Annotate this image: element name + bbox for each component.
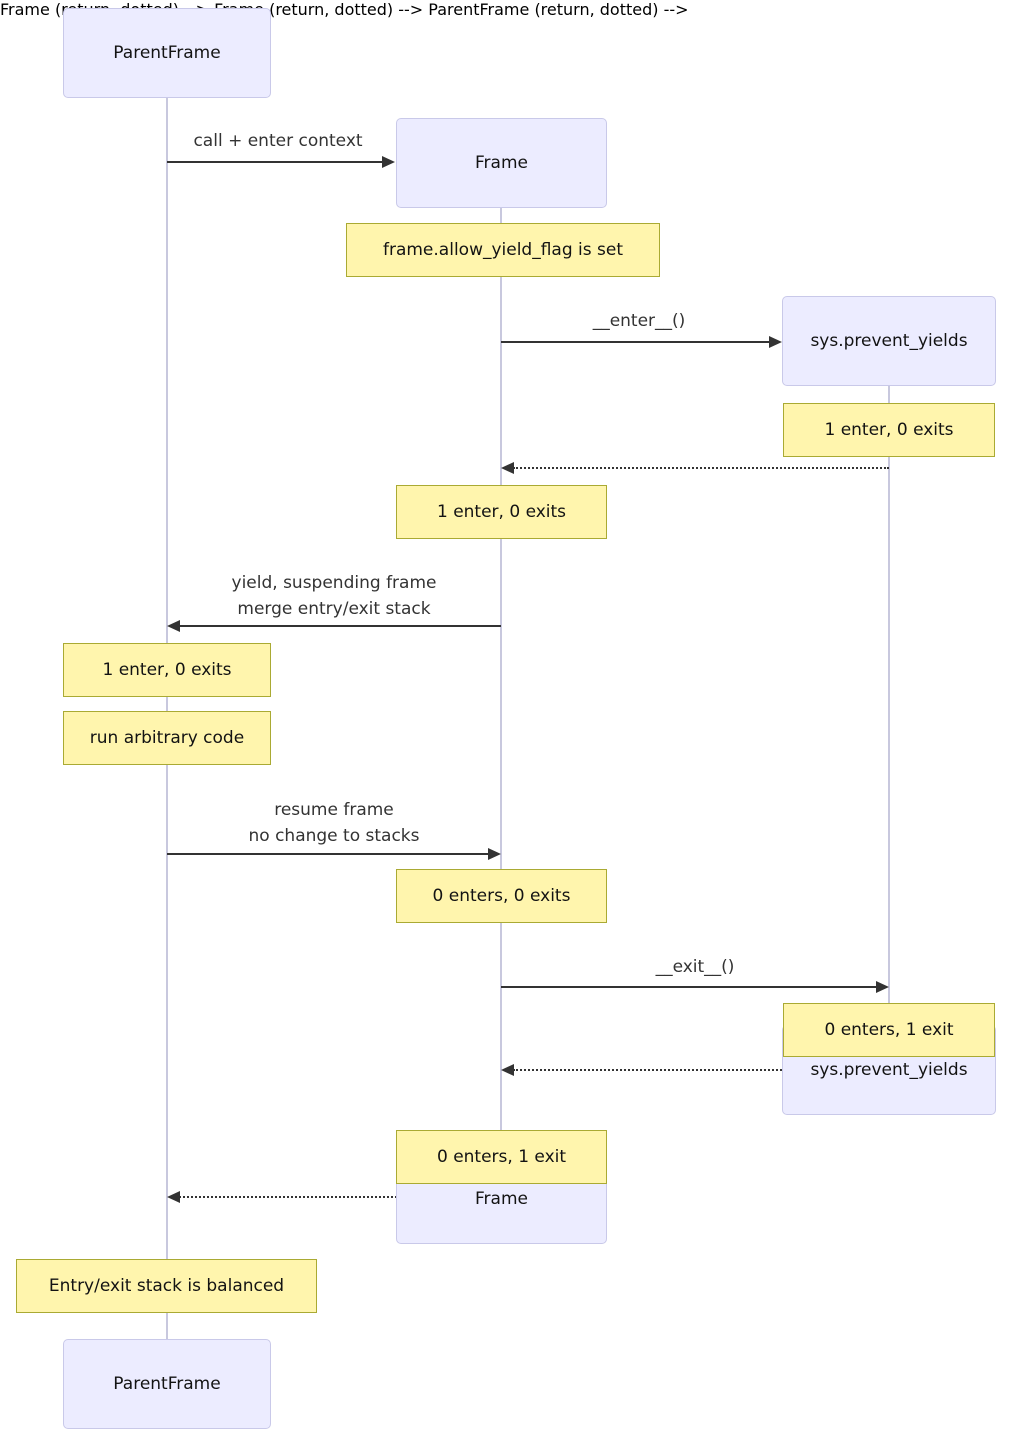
message-label-line: merge entry/exit stack	[237, 599, 431, 619]
message-label-line: call + enter context	[193, 131, 363, 151]
message-line-exit	[501, 986, 877, 988]
note-parent-1-enter-0-exits: 1 enter, 0 exits	[63, 643, 271, 697]
note-text: frame.allow_yield_flag is set	[382, 240, 624, 260]
note-frame-0-enters-1-exit: 0 enters, 1 exit	[396, 1130, 607, 1184]
note-text: 0 enters, 1 exit	[824, 1020, 954, 1040]
actor-label: Frame	[475, 1189, 528, 1209]
note-run-arbitrary-code: run arbitrary code	[63, 711, 271, 765]
return-line-exit	[513, 1069, 889, 1071]
note-text: 0 enters, 1 exit	[436, 1147, 567, 1167]
message-label-line: resume frame	[274, 800, 394, 820]
note-frame-1-enter-0-exits: 1 enter, 0 exits	[396, 485, 607, 539]
note-stack-balanced: Entry/exit stack is balanced	[16, 1259, 317, 1313]
return-line-frame-end	[179, 1196, 501, 1198]
message-label-line: __enter__()	[592, 311, 686, 331]
actor-label: ParentFrame	[113, 1374, 221, 1394]
note-text: 1 enter, 0 exits	[436, 502, 567, 522]
message-line-resume-frame	[167, 853, 489, 855]
note-text: run arbitrary code	[89, 728, 245, 748]
actor-parentframe-bottom: ParentFrame	[63, 1339, 271, 1429]
note-allow-yield-flag: frame.allow_yield_flag is set	[346, 223, 660, 277]
actor-parentframe-top: ParentFrame	[63, 8, 271, 98]
message-label-enter: __enter__()	[593, 308, 686, 334]
actor-label: sys.prevent_yields	[810, 331, 968, 351]
note-frame-0-enters-0-exits: 0 enters, 0 exits	[396, 869, 607, 923]
note-sys-0-enters-1-exit: 0 enters, 1 exit	[783, 1003, 995, 1057]
arrowhead-return-frame-end	[167, 1191, 180, 1203]
arrowhead-enter	[769, 336, 782, 348]
note-text: 1 enter, 0 exits	[824, 420, 954, 440]
arrowhead-resume-frame	[488, 848, 501, 860]
arrowhead-return-exit	[501, 1064, 514, 1076]
actor-frame-top: Frame	[396, 118, 607, 208]
arrowhead-exit	[876, 981, 889, 993]
message-label-line: __exit__()	[655, 957, 735, 977]
arrowhead-call-enter-context	[382, 156, 395, 168]
message-line-call-enter-context	[167, 161, 383, 163]
note-text: 1 enter, 0 exits	[102, 660, 232, 680]
arrowhead-yield-suspending	[167, 620, 180, 632]
message-line-yield-suspending	[179, 625, 501, 627]
lifeline-sys-prevent-yields	[888, 386, 890, 1115]
arrowhead-return-enter	[501, 462, 514, 474]
note-sys-1-enter-0-exits: 1 enter, 0 exits	[783, 403, 995, 457]
message-label-exit: __exit__()	[656, 954, 735, 980]
actor-sys-prevent-yields-top: sys.prevent_yields	[782, 296, 996, 386]
message-label-call-enter-context: call + enter context	[193, 128, 362, 154]
actor-label: ParentFrame	[113, 43, 221, 63]
message-label-line: yield, suspending frame	[231, 573, 437, 593]
return-line-enter	[513, 467, 889, 469]
note-text: Entry/exit stack is balanced	[48, 1276, 285, 1296]
message-label-line: no change to stacks	[248, 826, 420, 846]
actor-label: Frame	[475, 153, 528, 173]
note-text: 0 enters, 0 exits	[432, 886, 571, 906]
actor-label: sys.prevent_yields	[810, 1060, 968, 1080]
lifeline-frame	[500, 208, 502, 1244]
message-label-yield-suspending: yield, suspending frame merge entry/exit…	[232, 570, 437, 622]
message-label-resume-frame: resume frame no change to stacks	[248, 797, 419, 849]
message-line-enter	[501, 341, 770, 343]
